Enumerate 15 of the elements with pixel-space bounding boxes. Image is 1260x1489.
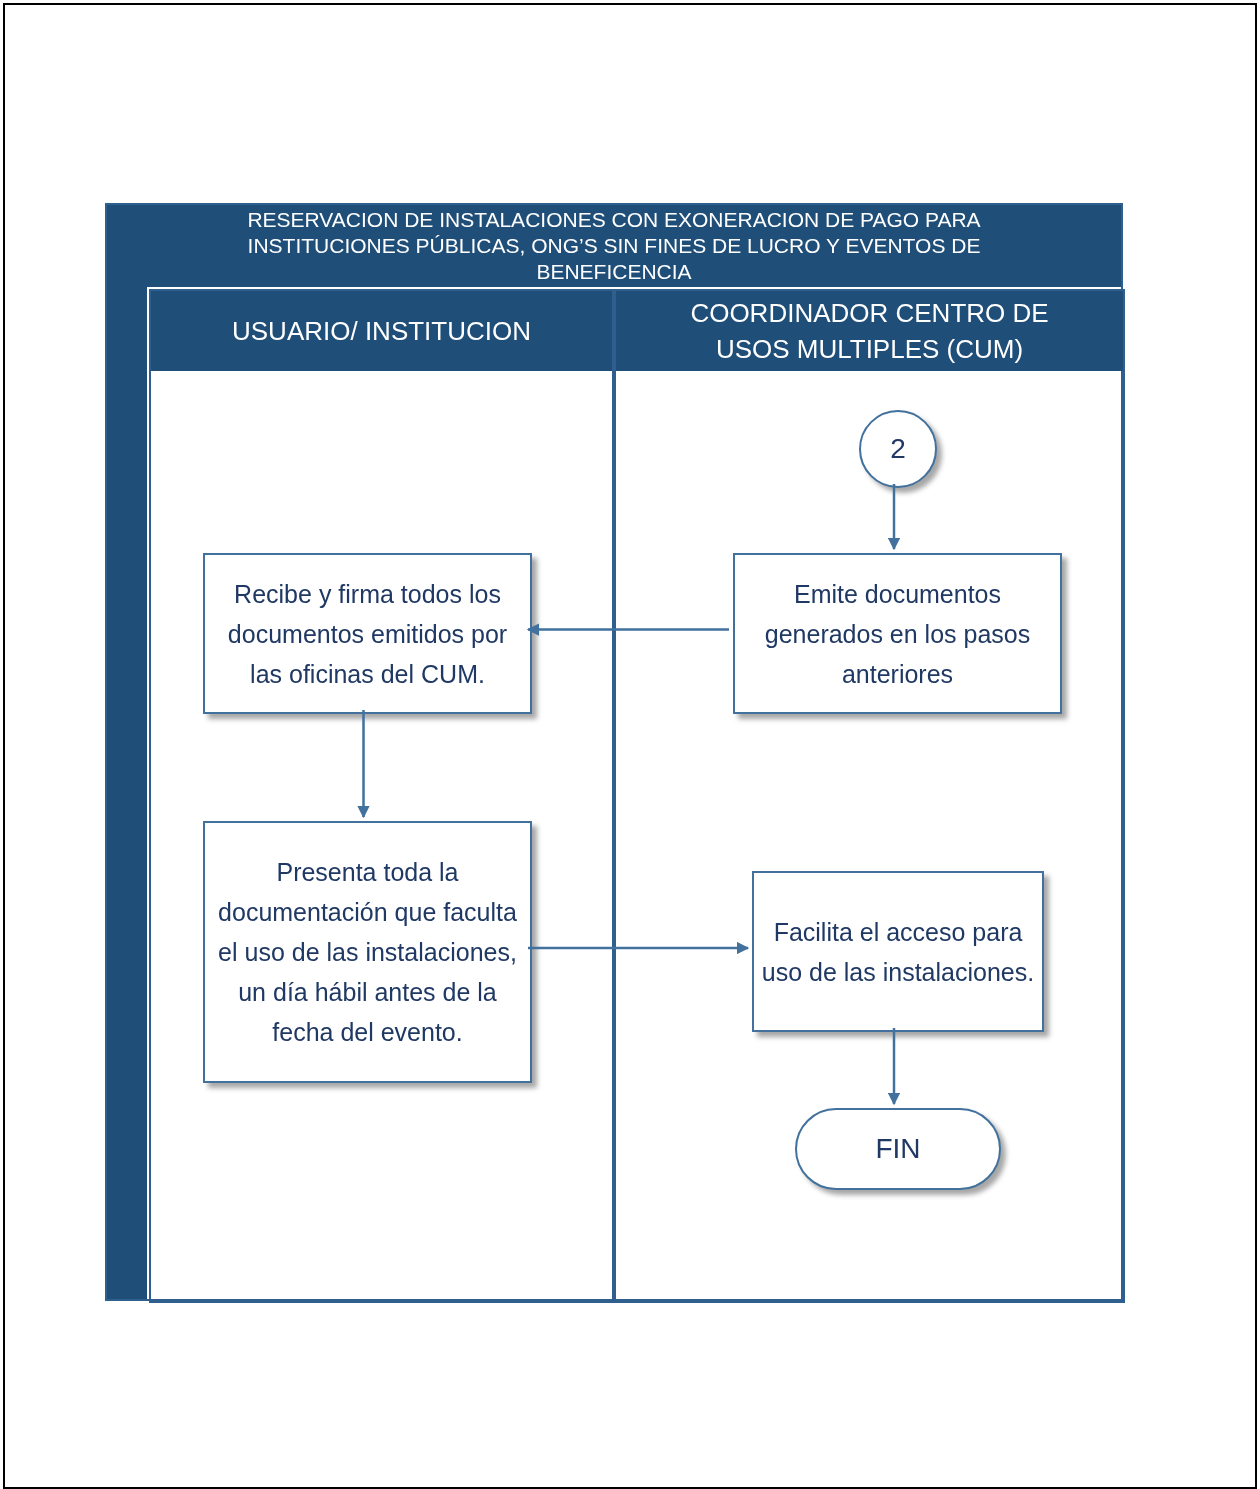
process-box: Facilita el acceso para uso de las instalaciones. <box>752 871 1044 1032</box>
lane-header: COORDINADOR CENTRO DE USOS MULTIPLES (CUM) <box>616 291 1123 371</box>
swimlane-pool <box>105 203 1123 1301</box>
arrow <box>357 710 370 819</box>
arrow <box>887 484 901 551</box>
arrow <box>528 941 750 955</box>
arrow <box>887 1028 901 1106</box>
process-box: Presenta toda la documentación que faculta el uso de las instalaciones, un día hábil antes de la fecha del evento. <box>203 821 532 1083</box>
process-box: Emite documentos generados en los pasos anteriores <box>733 553 1062 714</box>
swimlane <box>149 289 614 1303</box>
lane-header: USUARIO/ INSTITUCION <box>151 291 612 371</box>
swimlane <box>614 289 1125 1303</box>
process-box: Recibe y firma todos los documentos emitidos por las oficinas del CUM. <box>203 553 532 714</box>
arrow <box>526 623 729 636</box>
terminal-shape: FIN <box>795 1108 1001 1190</box>
